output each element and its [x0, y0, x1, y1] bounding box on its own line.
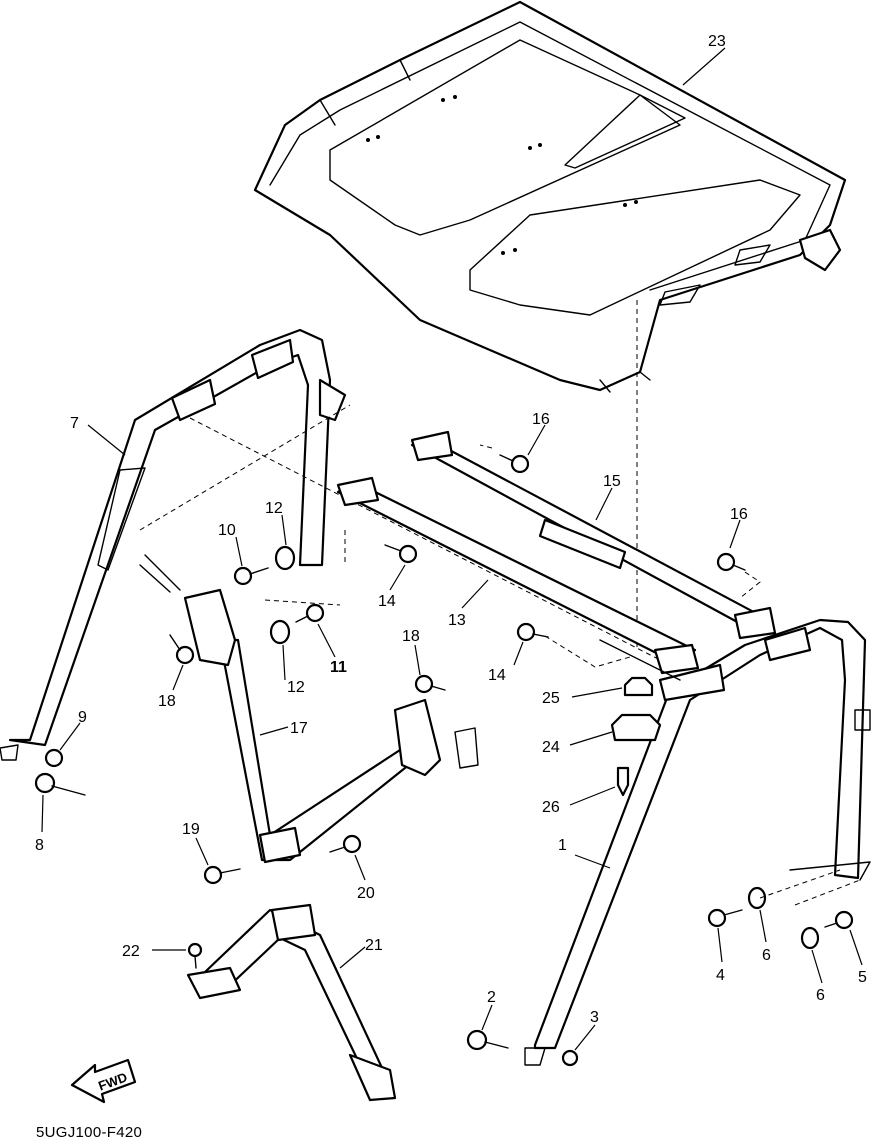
callout-14-upper: 14 — [378, 593, 396, 610]
callout-10: 10 — [218, 522, 236, 539]
callout-12-upper: 12 — [265, 500, 283, 517]
screw-26 — [616, 766, 630, 797]
callout-11: 11 — [330, 659, 347, 676]
callout-23: 23 — [708, 33, 726, 50]
cross-bar — [336, 476, 700, 675]
callout-18-right: 18 — [402, 628, 420, 645]
callout-14-lower: 14 — [488, 667, 506, 684]
bolt-8 — [34, 772, 86, 796]
front-roll-bar — [524, 618, 871, 1066]
brace — [139, 554, 479, 864]
bolt-18-left — [169, 634, 195, 665]
leader-lines — [41, 47, 863, 1051]
callout-1: 1 — [558, 837, 567, 854]
bolt-16-upper — [499, 454, 530, 474]
callout-16-upper: 16 — [532, 411, 550, 428]
washer-9 — [44, 748, 64, 768]
callout-22: 22 — [122, 943, 140, 960]
bolt-20 — [329, 834, 362, 854]
washer-3 — [561, 1049, 579, 1067]
callout-7: 7 — [70, 415, 79, 432]
callout-4: 4 — [716, 967, 725, 984]
callout-25: 25 — [542, 690, 560, 707]
callout-26: 26 — [542, 799, 560, 816]
roof-holes — [366, 95, 638, 255]
clamp-25 — [623, 676, 654, 697]
collar-12-upper — [274, 545, 296, 571]
bolt-10 — [233, 566, 269, 586]
callout-21: 21 — [365, 937, 383, 954]
clamp-24 — [610, 713, 662, 742]
callout-24: 24 — [542, 739, 560, 756]
bolt-22 — [187, 942, 203, 969]
bolt-16-lower — [716, 552, 746, 572]
callout-9: 9 — [78, 709, 87, 726]
bolt-11 — [295, 603, 325, 623]
rear-roll-bar — [0, 328, 661, 761]
callout-5: 5 — [858, 969, 867, 986]
collar-6-lower — [800, 926, 820, 950]
collar-12-lower — [269, 619, 291, 645]
callout-2: 2 — [487, 989, 496, 1006]
front-mount — [186, 903, 397, 1102]
callout-3: 3 — [590, 1009, 599, 1026]
callout-8: 8 — [35, 837, 44, 854]
fwd-arrow: FWD — [70, 1058, 137, 1104]
collar-6-upper — [747, 886, 767, 910]
callout-16-lower: 16 — [730, 506, 748, 523]
bolt-5 — [824, 910, 854, 930]
bolt-19 — [203, 865, 241, 885]
callout-18-left: 18 — [158, 693, 176, 710]
callout-6-upper: 6 — [762, 947, 771, 964]
callout-12-lower: 12 — [287, 679, 305, 696]
bolt-14-lower — [516, 622, 549, 642]
callout-13: 13 — [448, 612, 466, 629]
bolt-2 — [466, 1029, 509, 1051]
callouts: 23 7 16 15 16 12 10 14 13 18 11 14 12 18… — [35, 33, 867, 1026]
fasteners — [34, 454, 854, 1067]
bolt-18-right — [414, 674, 446, 694]
bolt-14-upper — [384, 544, 418, 564]
upper-cross-bar — [410, 430, 777, 640]
callout-19: 19 — [182, 821, 200, 838]
bolt-4 — [707, 908, 743, 928]
callout-20: 20 — [357, 885, 375, 902]
assembly-lines — [139, 404, 861, 906]
callout-15: 15 — [603, 473, 621, 490]
callout-6-lower: 6 — [816, 987, 825, 1004]
callout-17: 17 — [290, 720, 308, 737]
diagram-code: 5UGJ100-F420 — [36, 1124, 143, 1141]
roof-panel — [253, 0, 847, 650]
